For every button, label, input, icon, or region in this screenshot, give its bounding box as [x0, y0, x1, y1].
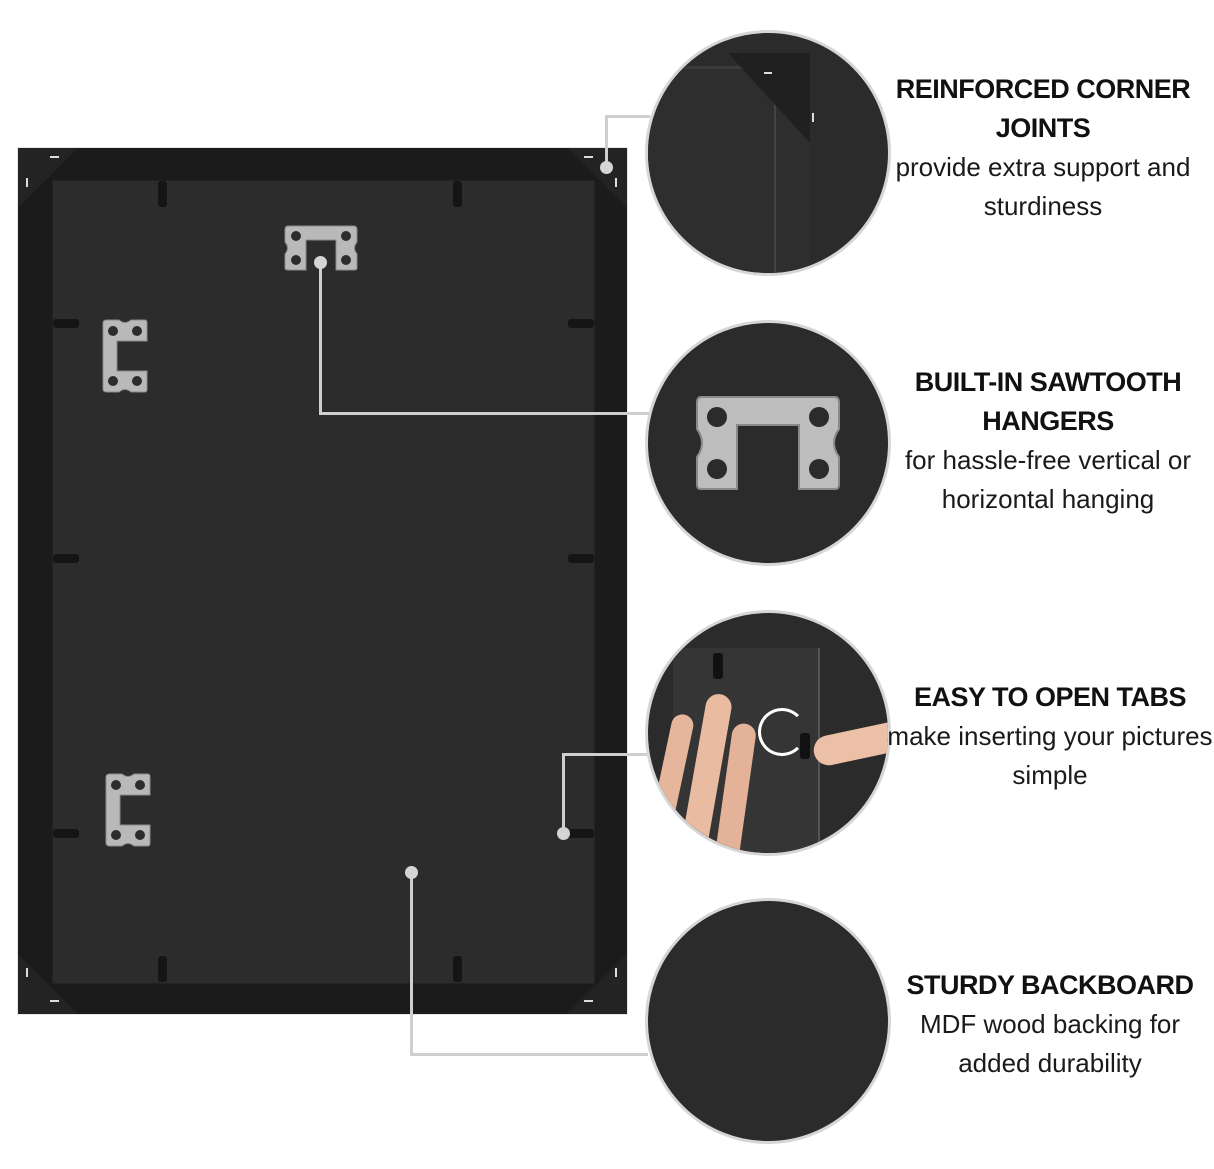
callout-line: [562, 753, 565, 833]
staple-mark: [50, 1000, 59, 1002]
turn-tab-clip[interactable]: [53, 319, 79, 328]
backboard-closeup-icon: [645, 898, 891, 1144]
callout-dot: [405, 866, 418, 879]
feature-title: STURDY BACKBOARD: [906, 970, 1194, 1000]
staple-mark: [615, 178, 617, 187]
staple-mark: [615, 968, 617, 977]
sawtooth-hanger-icon: [101, 319, 149, 393]
callout-line: [562, 753, 648, 756]
callout-dot: [557, 827, 570, 840]
feature-open-tabs: EASY TO OPEN TABS make inserting your pi…: [885, 678, 1214, 795]
callout-line: [605, 115, 650, 118]
turn-tab-clip[interactable]: [453, 956, 462, 982]
callout-line: [410, 873, 413, 1056]
feature-description: make inserting your pictures simple: [887, 721, 1213, 790]
turn-tab-clip[interactable]: [158, 956, 167, 982]
feature-description: provide extra support and sturdiness: [895, 152, 1191, 221]
staple-mark: [584, 1000, 593, 1002]
turn-tab-clip[interactable]: [158, 181, 167, 207]
staple-mark: [50, 156, 59, 158]
feature-sawtooth-hangers: BUILT-IN SAWTOOTH HANGERS for hassle-fre…: [883, 363, 1213, 519]
staple-mark: [26, 178, 28, 187]
turn-tab-clip[interactable]: [568, 554, 594, 563]
backboard: [52, 180, 595, 984]
hand-opening-tab-closeup-icon: [645, 610, 891, 856]
staple-mark: [26, 968, 28, 977]
callout-line: [410, 1053, 648, 1056]
feature-title: BUILT-IN SAWTOOTH HANGERS: [914, 367, 1182, 436]
staple-mark: [584, 156, 593, 158]
callout-dot: [600, 161, 613, 174]
sawtooth-hanger-icon: [284, 224, 358, 272]
feature-backboard: STURDY BACKBOARD MDF wood backing for ad…: [885, 966, 1214, 1083]
sawtooth-hanger-icon: [104, 773, 152, 847]
feature-corner-joints: REINFORCED CORNER JOINTS provide extra s…: [878, 70, 1208, 226]
turn-tab-clip[interactable]: [568, 829, 594, 838]
feature-description: MDF wood backing for added durability: [919, 1009, 1181, 1078]
corner-joint-closeup-icon: [645, 30, 891, 276]
callout-dot: [314, 256, 327, 269]
callout-line: [319, 412, 649, 415]
turn-tab-clip[interactable]: [453, 181, 462, 207]
feature-title: REINFORCED CORNER JOINTS: [895, 74, 1191, 143]
picture-frame-back: [18, 148, 627, 1014]
sawtooth-hanger-closeup-icon: [645, 320, 891, 566]
feature-title: EASY TO OPEN TABS: [913, 682, 1187, 712]
turn-tab-clip[interactable]: [53, 829, 79, 838]
callout-line: [605, 115, 608, 167]
callout-line: [319, 262, 322, 415]
feature-description: for hassle-free vertical or horizontal h…: [904, 445, 1192, 514]
turn-tab-clip[interactable]: [53, 554, 79, 563]
turn-tab-clip[interactable]: [568, 319, 594, 328]
